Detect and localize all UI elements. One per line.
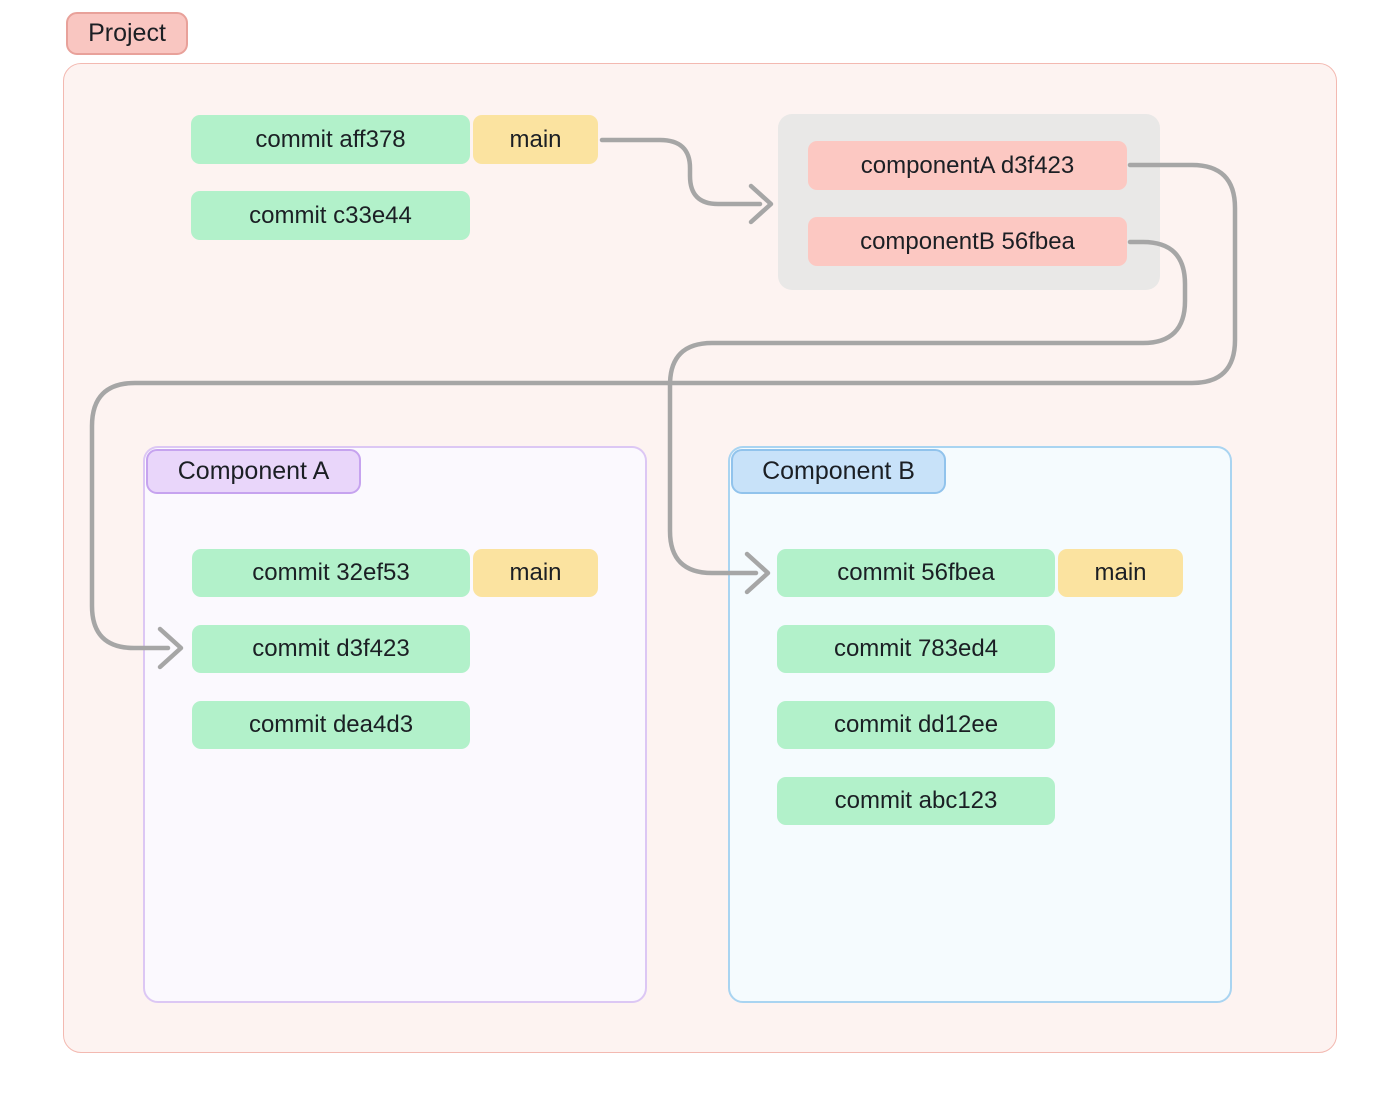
branch-label: main bbox=[509, 559, 562, 586]
component-a-commit-dea4d3: commit dea4d3 bbox=[192, 701, 470, 749]
submodule-ref-componentA: componentA d3f423 bbox=[808, 141, 1127, 190]
commit-label: commit c33e44 bbox=[249, 201, 412, 229]
component-b-commit-783ed4: commit 783ed4 bbox=[777, 625, 1055, 673]
commit-label: commit aff378 bbox=[255, 125, 406, 153]
component-a-label-text: Component A bbox=[177, 457, 330, 485]
component-a-branch-main: main bbox=[473, 549, 598, 597]
ref-label: componentB 56fbea bbox=[860, 227, 1075, 255]
component-a-label: Component A bbox=[146, 449, 361, 494]
commit-label: commit 56fbea bbox=[837, 559, 995, 586]
branch-label: main bbox=[509, 125, 562, 153]
component-b-commit-dd12ee: commit dd12ee bbox=[777, 701, 1055, 749]
component-b-commit-56fbea: commit 56fbea bbox=[777, 549, 1055, 597]
project-branch-main: main bbox=[473, 115, 598, 164]
component-b-branch-main: main bbox=[1058, 549, 1183, 597]
project-label: Project bbox=[66, 12, 188, 55]
commit-label: commit dea4d3 bbox=[248, 711, 414, 738]
commit-label: commit abc123 bbox=[834, 787, 998, 814]
project-commit-aff378: commit aff378 bbox=[191, 115, 470, 164]
component-a-commit-d3f423: commit d3f423 bbox=[192, 625, 470, 673]
branch-label: main bbox=[1094, 559, 1147, 586]
ref-label: componentA d3f423 bbox=[860, 151, 1075, 179]
project-commit-c33e44: commit c33e44 bbox=[191, 191, 470, 240]
project-label-text: Project bbox=[88, 19, 166, 47]
commit-label: commit dd12ee bbox=[833, 711, 999, 738]
submodule-ref-componentB: componentB 56fbea bbox=[808, 217, 1127, 266]
component-b-label-text: Component B bbox=[762, 457, 915, 485]
component-a-commit-32ef53: commit 32ef53 bbox=[192, 549, 470, 597]
commit-label: commit 32ef53 bbox=[252, 559, 410, 586]
component-b-commit-abc123: commit abc123 bbox=[777, 777, 1055, 825]
commit-label: commit d3f423 bbox=[252, 635, 410, 662]
component-b-label: Component B bbox=[731, 449, 946, 494]
commit-label: commit 783ed4 bbox=[833, 635, 999, 662]
